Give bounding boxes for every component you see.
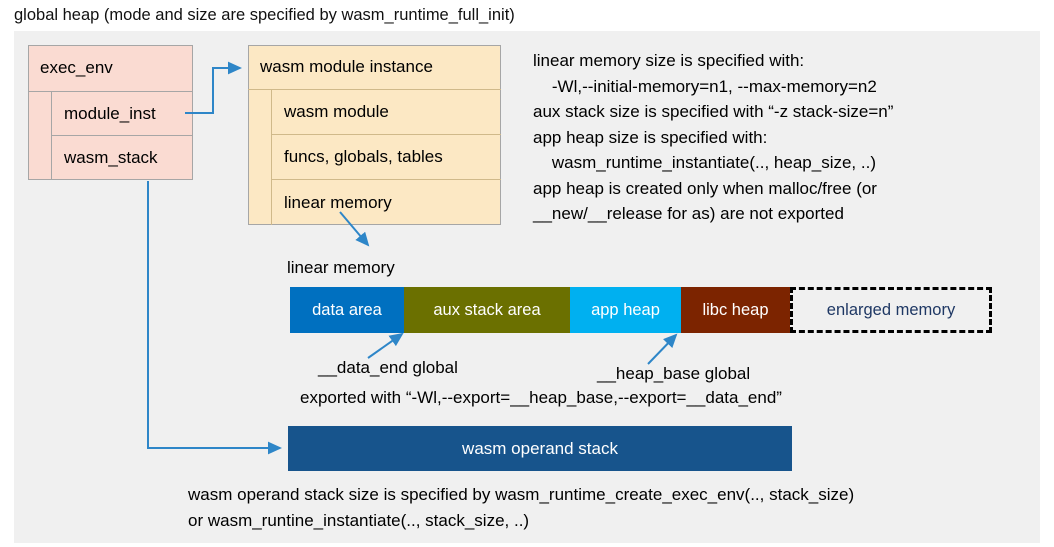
linear-memory-bar: data area aux stack area app heap libc h… — [290, 287, 992, 333]
page-title: global heap (mode and size are specified… — [14, 6, 515, 24]
exec-env-field-wasm-stack: wasm_stack — [51, 136, 193, 180]
memory-segment-enlarged-memory: enlarged memory — [790, 287, 992, 333]
operand-stack-notes: wasm operand stack size is specified by … — [188, 485, 855, 530]
exec-env-header: exec_env — [28, 45, 193, 92]
exec-env-box — [28, 45, 193, 180]
annotation-heap-base: __heap_base global — [597, 364, 751, 383]
linear-memory-label: linear memory — [287, 258, 395, 277]
memory-segment-app-heap: app heap — [570, 287, 681, 333]
exec-env-field-module-inst: module_inst — [51, 92, 193, 136]
memory-segment-aux-stack-area: aux stack area — [404, 287, 570, 333]
module-instance-field-wasm-module: wasm module — [271, 90, 501, 135]
annotation-data-end: __data_end global — [318, 358, 458, 377]
module-instance-header: wasm module instance — [248, 45, 501, 90]
linear-memory-notes: linear memory size is specified with: -W… — [533, 51, 894, 223]
wasm-operand-stack-box: wasm operand stack — [288, 426, 792, 471]
module-instance-field-linear-memory: linear memory — [271, 180, 501, 225]
module-instance-box — [248, 45, 501, 225]
memory-segment-libc-heap: libc heap — [681, 287, 790, 333]
memory-segment-data-area: data area — [290, 287, 404, 333]
annotation-export-flags: exported with “-Wl,--export=__heap_base,… — [300, 388, 782, 407]
module-instance-field-funcs-globals-tables: funcs, globals, tables — [271, 135, 501, 180]
